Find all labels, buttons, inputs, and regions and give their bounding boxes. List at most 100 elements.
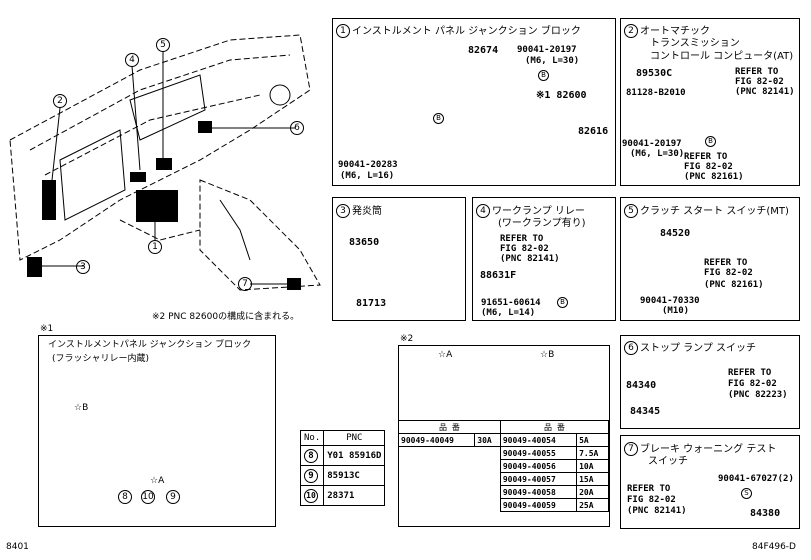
ref-4-line2: FIG 82-02 — [704, 268, 753, 278]
bolt-b-icon-1: B — [538, 70, 549, 81]
fuse-a-amp: 30A — [474, 433, 501, 447]
ref-6-line3: (PNC 82141) — [627, 506, 687, 516]
jb-star-a: ☆A — [150, 476, 165, 486]
part-83650: 83650 — [349, 237, 380, 248]
jb-subtitle: (フラッシャリレー内蔵) — [52, 354, 150, 364]
part-81713: 81713 — [356, 298, 387, 309]
fuse-part-header-a: 品 番 — [398, 420, 501, 434]
fuse-col-a: ☆A — [438, 350, 453, 360]
pnc-row-value: 28371 — [323, 485, 386, 506]
ref-5-line3: (PNC 82223) — [728, 390, 788, 400]
fuse-a-part: 90049-40049 — [397, 433, 476, 447]
pnc-row-value: 85913C — [323, 465, 386, 486]
pnc-table-header: No. PNC — [299, 430, 386, 446]
callout-5: 5 — [156, 38, 170, 52]
table-row: 8 Y01 85916D — [299, 445, 386, 466]
fuse-b-part: 90049-40055 — [499, 446, 578, 460]
fuse-a-part — [399, 486, 475, 499]
fuse-col-b: ☆B — [540, 350, 555, 360]
fuse-b-amp: 20A — [576, 485, 609, 499]
part-82616: 82616 — [578, 126, 609, 137]
bolt-b-icon-4: B — [557, 297, 568, 308]
fuse-table: 品 番 品 番 90049-40049 30A 90049-40054 5A 9… — [397, 420, 610, 512]
fuse-b-part: 90049-40057 — [499, 472, 578, 486]
ref-6-line1: REFER TO — [627, 484, 671, 494]
part-90041-20197-b-size: (M6, L=30) — [630, 149, 685, 159]
note-2: ※2 PNC 82600の構成に含まれる。 — [152, 312, 300, 322]
fuse-b-amp: 15A — [576, 472, 609, 486]
pnc-header-pnc: PNC — [323, 430, 386, 446]
pnc-row-no: 10 — [304, 488, 318, 503]
note-1-mark: ※1 — [40, 324, 54, 334]
table-row: 90049-40058 20A — [399, 485, 609, 499]
section-6-box — [620, 335, 800, 429]
jb-star-b: ☆B — [74, 403, 89, 413]
footer-left-code: 8401 — [6, 542, 29, 552]
section-4-title-line2: (ワークランプ有り) — [498, 218, 586, 229]
part-88631f: 88631F — [480, 270, 517, 281]
part-90041-20283-size: (M6, L=16) — [340, 171, 395, 181]
fuse-b-part: 90049-40054 — [499, 433, 578, 447]
bolt-s-icon: S — [741, 488, 752, 499]
section-2-title-line3: コントロール コンピュータ(AT) — [650, 51, 794, 62]
ref-2-line1: REFER TO — [684, 152, 728, 162]
fuse-a-amp — [475, 499, 501, 512]
fuse-b-amp: 5A — [576, 433, 609, 447]
fuse-a-amp — [475, 473, 501, 486]
jb-title: インストルメントパネル ジャンクション ブロック — [48, 340, 252, 350]
part-90041-20283: 90041-20283 — [338, 160, 398, 170]
fuse-a-amp — [475, 447, 501, 460]
fuse-part-header-b: 品 番 — [499, 420, 610, 434]
section-5-box — [620, 197, 800, 321]
footer-right-code: 84F496-D — [752, 542, 796, 552]
ref-5-line2: FIG 82-02 — [728, 379, 777, 389]
part-84345: 84345 — [630, 406, 661, 417]
bolt-b-icon-2: B — [433, 113, 444, 124]
table-row: 90049-40056 10A — [399, 459, 609, 473]
table-row: 90049-40059 25A — [399, 498, 609, 512]
fuse-b-amp: 10A — [576, 459, 609, 473]
part-90041-70330-size: (M10) — [662, 306, 690, 316]
part-91651-60614: 91651-60614 — [481, 298, 541, 308]
fuse-a-part — [399, 447, 475, 460]
ref-1-line3: (PNC 82141) — [735, 87, 795, 97]
section-4-box — [472, 197, 616, 321]
fuse-b-part: 90049-40056 — [499, 459, 578, 473]
fuse-a-part — [399, 499, 475, 512]
table-row: 90049-40055 7.5A — [399, 446, 609, 460]
ref-5-line1: REFER TO — [728, 368, 772, 378]
table-row: 90049-40049 30A 90049-40054 5A — [397, 433, 609, 447]
ref-3-line1: REFER TO — [500, 234, 544, 244]
ref-6-line2: FIG 82-02 — [627, 495, 676, 505]
fuse-b-amp: 7.5A — [576, 446, 609, 460]
ref-2-line3: (PNC 82161) — [684, 172, 744, 182]
callout-1: 1 — [148, 240, 162, 254]
part-82674: 82674 — [468, 45, 499, 56]
section-3-box — [332, 197, 466, 321]
section-7-box — [620, 435, 800, 529]
fuse-b-part: 90049-40058 — [499, 485, 578, 499]
ref-3-line2: FIG 82-02 — [500, 244, 549, 254]
ref-1-line1: REFER TO — [735, 67, 779, 77]
part-90041-20197-b: 90041-20197 — [622, 139, 682, 149]
section-2-title-line2: トランスミッション — [650, 38, 740, 49]
fuse-b-amp: 25A — [576, 498, 609, 512]
fuse-a-part — [399, 473, 475, 486]
fuse-a-part — [399, 460, 475, 473]
section-1-box — [332, 18, 616, 186]
part-84520: 84520 — [660, 228, 691, 239]
fuse-table-note-mark: ※2 — [400, 334, 414, 344]
callout-4: 4 — [125, 53, 139, 67]
section-2-box — [620, 18, 800, 186]
callout-2: 2 — [53, 94, 67, 108]
part-81128-b2010: 81128-B2010 — [626, 88, 686, 98]
part-84380: 84380 — [750, 508, 781, 519]
fuse-b-part: 90049-40059 — [499, 498, 578, 512]
part-82600: ※1 82600 — [536, 90, 587, 101]
ref-1-line2: FIG 82-02 — [735, 77, 784, 87]
ref-4-line1: REFER TO — [704, 258, 748, 268]
